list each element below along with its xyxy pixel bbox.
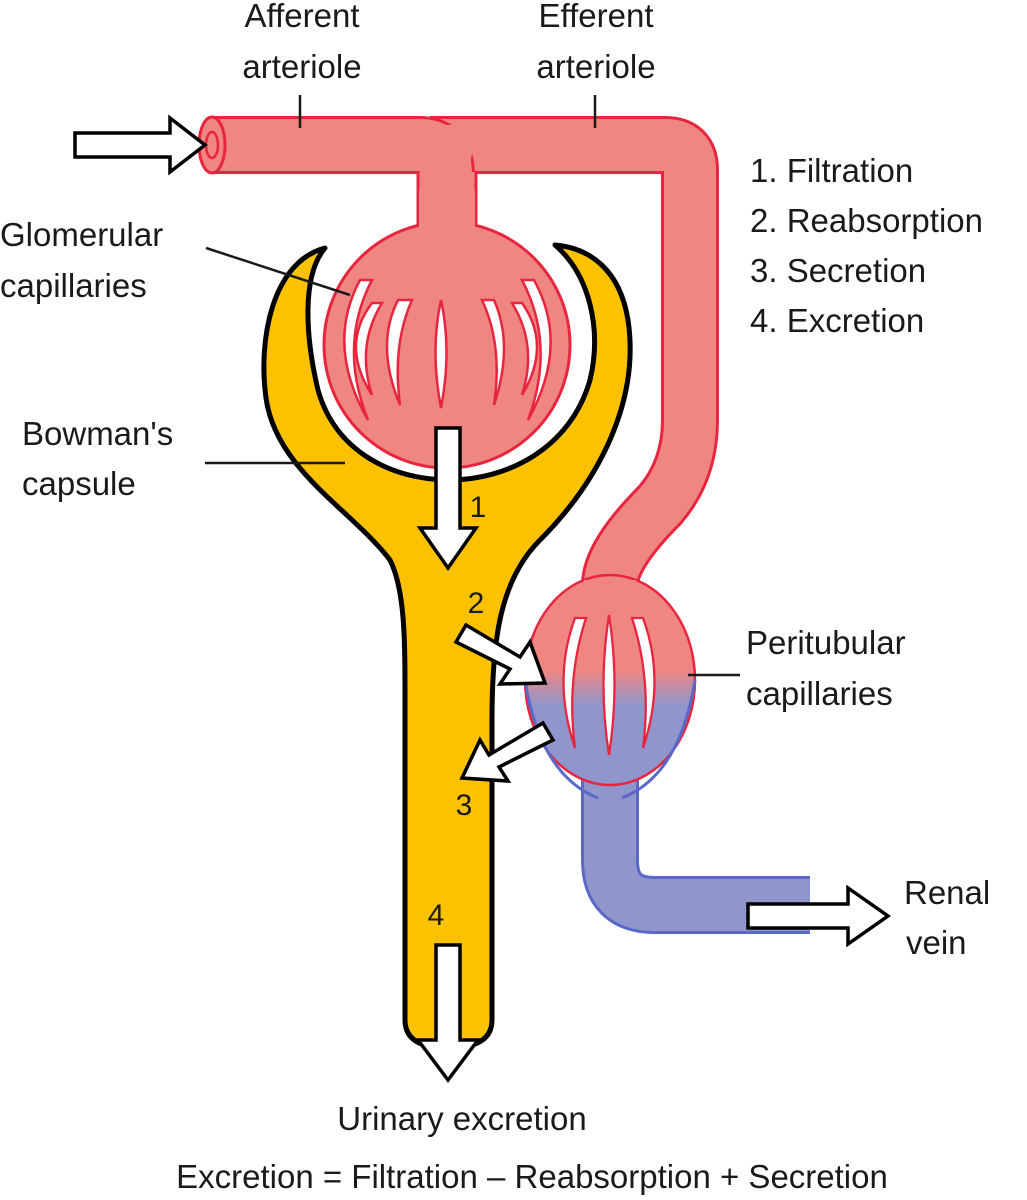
bowman-label-line1: Bowman's: [22, 415, 173, 452]
afferent-label-line1: Afferent: [245, 0, 360, 34]
step-number-2: 2: [468, 587, 485, 620]
process-item: 1. Filtration: [750, 152, 913, 189]
renal-vein-label-line1: Renal: [904, 874, 990, 911]
glomerular-label-line1: Glomerular: [0, 216, 163, 253]
renal-vein-label-line2: vein: [906, 924, 967, 961]
reabsorption-arrow: [453, 622, 548, 686]
urinary-excretion-label: Urinary excretion: [337, 1100, 586, 1137]
excretion-arrow: [414, 943, 482, 1083]
bowman-label-line2: capsule: [22, 465, 136, 502]
step-number-3: 3: [456, 789, 473, 822]
peritubular-network: [523, 573, 810, 934]
glomerular-leader: [205, 246, 351, 297]
step-number-1: 1: [470, 491, 487, 524]
peritubular-label-line2: capillaries: [746, 675, 893, 712]
efferent-vessel: [430, 116, 719, 588]
secretion-arrow: [459, 720, 556, 783]
afferent-label-line2: arteriole: [242, 48, 361, 85]
process-item: 3. Secretion: [750, 252, 926, 289]
glomerulus: [322, 172, 572, 470]
efferent-label-line2: arteriole: [536, 48, 655, 85]
glomerular-label-line2: capillaries: [0, 267, 147, 304]
process-list: 1. Filtration 2. Reabsorption 3. Secreti…: [750, 152, 983, 339]
process-item: 2. Reabsorption: [750, 202, 983, 239]
peritubular-label-line1: Peritubular: [746, 624, 906, 661]
efferent-label-line1: Efferent: [539, 0, 654, 34]
inflow-arrow: [73, 114, 208, 176]
step-number-4: 4: [428, 899, 445, 932]
excretion-formula: Excretion = Filtration – Reabsorption + …: [176, 1158, 888, 1195]
process-item: 4. Excretion: [750, 302, 924, 339]
outflow-arrow: [746, 884, 892, 948]
filtration-arrow: [416, 426, 480, 572]
